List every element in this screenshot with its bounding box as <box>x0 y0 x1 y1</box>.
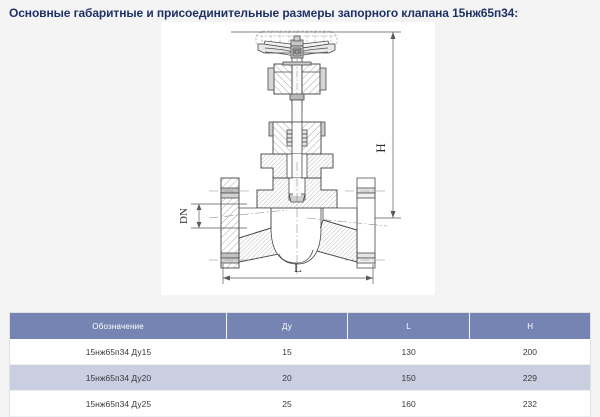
column-header-designation: Обозначение <box>10 313 228 339</box>
cell-l: 130 <box>347 339 470 365</box>
cell-du: 15 <box>226 339 348 365</box>
valve-dimensions-table: Обозначение Ду L H 15нж65п34 Ду15 15 130… <box>10 313 590 417</box>
cell-l: 150 <box>347 364 470 391</box>
centerlines <box>208 162 388 274</box>
dimension-label-l: L <box>294 260 302 275</box>
cell-designation: 15нж65п34 Ду15 <box>10 339 227 365</box>
table-row: 15нж65п34 Ду15 15 130 200 <box>10 339 590 365</box>
outlet-flange-right <box>356 177 376 269</box>
column-header-h: H <box>469 313 590 339</box>
handwheel-hub <box>290 35 304 59</box>
table-row: 15нж65п34 Ду20 20 150 229 <box>10 364 590 391</box>
dimension-label-dn: DN <box>178 208 190 224</box>
packing-gland <box>268 121 326 157</box>
dimension-h <box>231 31 401 219</box>
cell-du: 20 <box>226 364 348 391</box>
valve-drawing-panel: H L DN <box>161 22 435 295</box>
cell-designation: 15нж65п34 Ду20 <box>10 364 227 391</box>
dimension-label-h: H <box>373 143 388 152</box>
body-left-run <box>238 207 280 263</box>
dimension-l <box>222 264 374 284</box>
globe-valve-drawing-svg: H L DN <box>178 30 401 284</box>
cell-h: 200 <box>469 339 590 365</box>
page-title: Основные габаритные и присоединительные … <box>9 6 519 20</box>
body-bottom-bend <box>270 208 322 265</box>
column-header-l: L <box>347 313 471 339</box>
yoke-block <box>267 61 327 95</box>
inlet-flange-left <box>220 177 240 269</box>
table-header-row: Обозначение Ду L H <box>10 313 590 339</box>
column-header-du: Ду <box>226 313 348 339</box>
cell-h: 229 <box>469 364 590 391</box>
stem-mid <box>289 93 305 123</box>
dimension-dn <box>191 203 247 229</box>
